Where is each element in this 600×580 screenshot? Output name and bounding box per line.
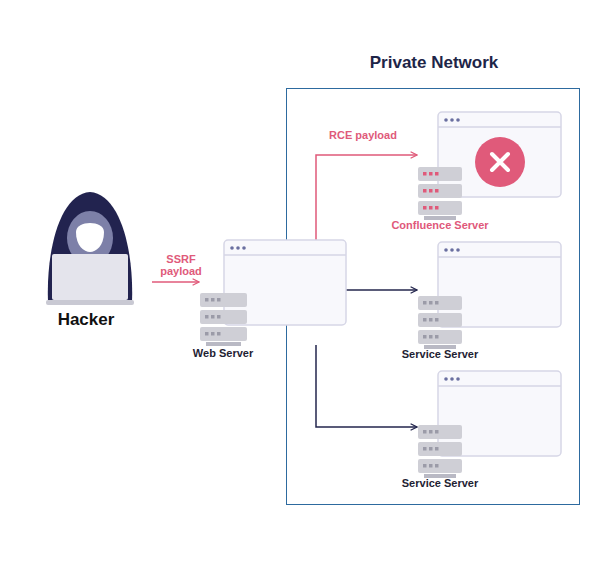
service-server: Service Server [418, 242, 561, 344]
actor-label: Hacker [58, 310, 115, 330]
server-led [217, 315, 221, 319]
server-unit [418, 201, 462, 215]
server-led [435, 301, 439, 305]
server-led [211, 298, 215, 302]
server-led [435, 318, 439, 322]
server-led [423, 206, 427, 210]
window-dot [456, 377, 460, 381]
server-unit [418, 425, 462, 439]
connector-arrow [346, 289, 417, 291]
confluence-server: Confluence Server [418, 112, 561, 215]
server-led [435, 464, 439, 468]
server-unit [418, 442, 462, 456]
server-led [429, 430, 433, 434]
server-led [423, 189, 427, 193]
server-led [205, 315, 209, 319]
window-dot [230, 246, 234, 250]
service-server: Service Server [418, 371, 561, 473]
server-label: Web Server [193, 347, 253, 359]
region-title: Private Network [370, 53, 499, 73]
web-server-art [200, 240, 346, 345]
server-label: Service Server [402, 348, 478, 360]
server-unit [418, 167, 462, 181]
server-led [435, 172, 439, 176]
window-dot [456, 118, 460, 122]
server-unit [418, 313, 462, 327]
server-led [429, 335, 433, 339]
window-dot [236, 246, 240, 250]
server-led [429, 189, 433, 193]
server-led [429, 206, 433, 210]
face [76, 223, 104, 252]
server-led [429, 172, 433, 176]
connector-arrow [152, 281, 199, 283]
server-base [206, 342, 241, 346]
laptop [52, 254, 128, 300]
server-unit [418, 459, 462, 473]
server-led [429, 318, 433, 322]
window-bar [438, 126, 561, 128]
window-dot [450, 248, 454, 252]
server-led [423, 430, 427, 434]
hacker-figure-art [32, 190, 152, 330]
window-dot [450, 377, 454, 381]
server-led [435, 206, 439, 210]
server-led [211, 315, 215, 319]
server-label: Confluence Server [391, 219, 488, 231]
service-server-art [418, 242, 561, 344]
server-unit [200, 310, 247, 324]
server-led [423, 335, 427, 339]
service-server-art [418, 371, 561, 473]
server-unit [200, 327, 247, 341]
confluence-server-art [418, 112, 561, 215]
window-dot [450, 118, 454, 122]
server-led [435, 335, 439, 339]
server-led [435, 447, 439, 451]
server-unit [200, 293, 247, 307]
error-badge [475, 137, 525, 187]
server-led [205, 332, 209, 336]
window-dot [444, 248, 448, 252]
window-bar [438, 385, 561, 387]
server-led [423, 172, 427, 176]
window-dot [242, 246, 246, 250]
server-label: Service Server [402, 477, 478, 489]
edge-label: SSRF payload [153, 252, 209, 278]
error-cross [492, 154, 508, 170]
server-led [423, 464, 427, 468]
window-dot [456, 248, 460, 252]
web-server: Web Server [200, 240, 346, 345]
server-led [429, 464, 433, 468]
edge-label: RCE payload [316, 128, 410, 142]
server-led [217, 332, 221, 336]
hacker-figure: Hacker [32, 190, 152, 330]
server-led [435, 430, 439, 434]
server-led [423, 447, 427, 451]
server-led [435, 189, 439, 193]
hood [48, 192, 132, 302]
server-led [429, 447, 433, 451]
laptop-base [46, 300, 134, 305]
server-led [211, 332, 215, 336]
server-led [423, 318, 427, 322]
server-led [423, 301, 427, 305]
window-dot [444, 377, 448, 381]
server-unit [418, 296, 462, 310]
server-led [429, 301, 433, 305]
window-bar [438, 256, 561, 258]
server-led [205, 298, 209, 302]
window-bar [224, 254, 346, 256]
server-unit [418, 184, 462, 198]
server-led [217, 298, 221, 302]
window-dot [444, 118, 448, 122]
server-unit [418, 330, 462, 344]
